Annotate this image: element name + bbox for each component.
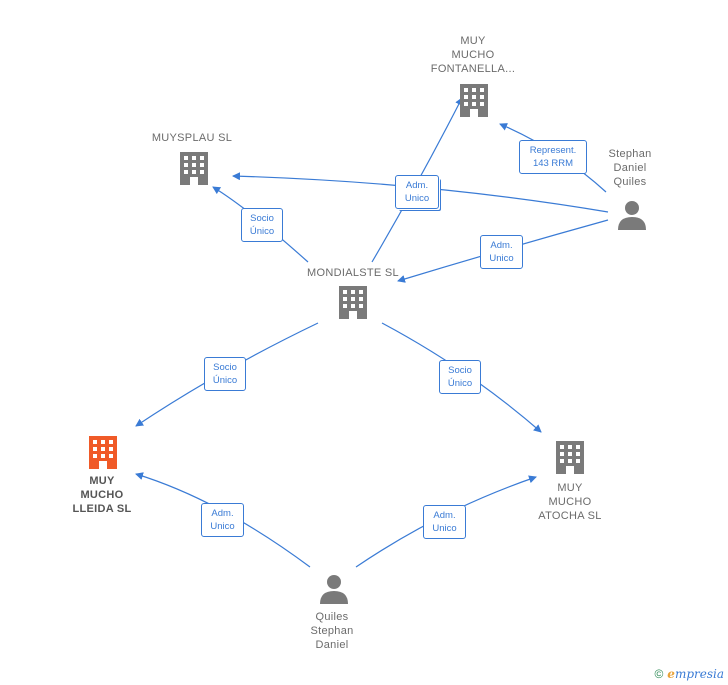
person-icon-quiles [320, 575, 348, 604]
edge-label-socio-unico-lleida: Socio Único [204, 357, 246, 391]
building-icon-atocha [556, 441, 584, 474]
node-label-atocha[interactable]: MUY MUCHO ATOCHA SL [538, 482, 602, 522]
edge-label-adm-unico-atocha: Adm. Unico [423, 505, 466, 539]
node-label-lleida[interactable]: MUY MUCHO LLEIDA SL [72, 475, 132, 515]
node-label-fontanella[interactable]: MUY MUCHO FONTANELLA... [430, 35, 516, 75]
edge-label-represent: Represent. 143 RRM [519, 140, 587, 174]
node-label-muysplau[interactable]: MUYSPLAU SL [151, 132, 233, 144]
edge-label-adm-unico-top: Adm. Unico [395, 175, 439, 209]
node-label-mondialste[interactable]: MONDIALSTE SL [307, 267, 399, 279]
person-icon-stephan [618, 201, 646, 230]
brand-e: e [667, 667, 675, 681]
edge-label-socio-unico-atocha: Socio Único [439, 360, 481, 394]
copyright-symbol: © [654, 667, 664, 681]
edge-label-adm-unico-stephan: Adm. Unico [480, 235, 523, 269]
building-icon-mondialste [339, 286, 367, 319]
node-label-stephan[interactable]: Stephan Daniel Quiles [608, 148, 652, 188]
edge-label-socio-unico-muysplau: Socio Único [241, 208, 283, 242]
building-icon-fontanella [460, 84, 488, 117]
edge-label-adm-unico-lleida: Adm. Unico [201, 503, 244, 537]
brand-name: mpresia [674, 667, 724, 681]
empresia-logo: ©empresia [654, 667, 724, 681]
building-icon-lleida [89, 436, 117, 469]
node-label-quiles[interactable]: Quiles Stephan Daniel [310, 611, 354, 651]
building-icon-muysplau [180, 152, 208, 185]
